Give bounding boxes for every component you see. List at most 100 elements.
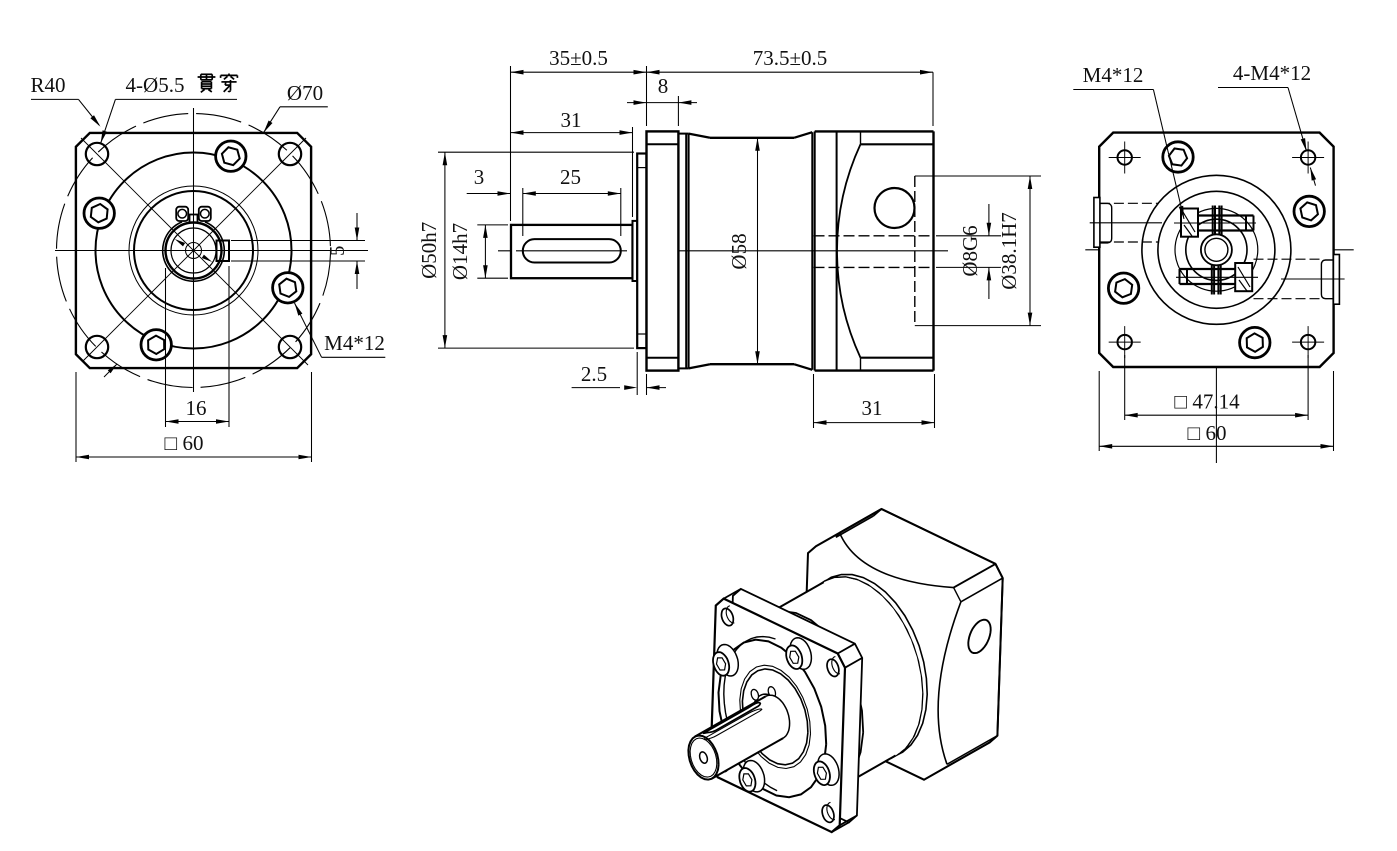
front-centerlines (55, 108, 368, 392)
rear-input-bore (1200, 233, 1233, 267)
rear-label-clamp-screw: M4*12 (1073, 63, 1185, 220)
dim-arrowhead (1027, 312, 1033, 326)
dim-key-inset: 3 (474, 165, 485, 189)
side-dim-rear-length: 31 (812, 374, 936, 428)
dim-arrowhead (298, 454, 312, 460)
front-label-bolt-circle: Ø70 (263, 81, 328, 133)
dim-arrowhead (624, 385, 638, 390)
dim-pilot-dia: Ø50h7 (417, 222, 441, 279)
rear-tapped-holes (1108, 141, 1325, 359)
front-dim-square: □ 60 (75, 372, 313, 462)
dim-arrowhead (619, 130, 633, 135)
dim-arrowhead (986, 267, 992, 281)
hex-socket-icon (147, 334, 166, 356)
side-dim-input-bore: Ø8G6 (936, 204, 1001, 299)
dim-arrowhead (986, 222, 992, 236)
side-dim-pilot-width: 2.5 (571, 352, 666, 395)
hex-socket-icon (278, 277, 298, 299)
front-dim-keyway-width: 5 (231, 213, 365, 289)
rear-dim-hole-square: □ 47.14 (1124, 355, 1309, 420)
dim-arrowhead (633, 100, 647, 105)
dim-arrowhead (646, 385, 660, 390)
dim-arrowhead (216, 419, 229, 424)
dim-pilot-width: 2.5 (581, 362, 607, 386)
dim-arrowhead (522, 191, 536, 196)
side-dim-pilot-dia: Ø50h7 (417, 151, 634, 349)
rear-left-clamp-screw (1089, 196, 1162, 249)
dim-arrowhead (76, 454, 89, 460)
dim-arrowhead (174, 239, 186, 247)
hex-socket-icon (89, 202, 109, 224)
dim-arrowhead (921, 420, 935, 425)
dim-arrowhead (483, 265, 488, 279)
rear-pilot-circles (1141, 174, 1292, 326)
label-tapped-holes: 4-M4*12 (1233, 61, 1311, 85)
front-pilot-circles (94, 151, 293, 350)
dim-rear-hole-square: □ 47.14 (1174, 390, 1240, 414)
dim-shaft-dia: Ø14h7 (448, 223, 472, 280)
isometric-view (687, 507, 1004, 834)
dim-arrowhead (510, 69, 524, 75)
side-shaft (509, 219, 639, 282)
dim-front-length: 35±0.5 (549, 46, 608, 70)
side-dim-rear-pilot-dia: Ø38.1H7 (914, 175, 1041, 327)
dim-arrowhead (165, 419, 179, 424)
dim-rear-length: 31 (862, 396, 883, 420)
dim-arrowhead (201, 254, 213, 262)
hex-socket-icon (1299, 201, 1319, 222)
dim-arrowhead (755, 351, 760, 365)
dim-keyway-width: 5 (325, 246, 349, 256)
dim-key-offset: 16 (186, 396, 207, 420)
front-bolt-circle-dashed (55, 112, 332, 389)
label-through-holes: 4-Ø5.5 (126, 73, 185, 97)
dim-key-length: 25 (560, 165, 581, 189)
dim-arrowhead (294, 303, 303, 316)
side-dim-key: 3 25 (466, 165, 622, 236)
dim-arrowhead (442, 335, 448, 349)
dim-arrowhead (510, 130, 524, 135)
dim-flange-thickness: 8 (658, 74, 669, 98)
side-view: 35±0.5 73.5±0.5 8 31 (417, 46, 1041, 428)
side-rear-block (814, 130, 935, 372)
hex-socket-icon (1245, 332, 1264, 353)
rear-dim-square: □ 60 (1098, 371, 1335, 451)
side-dim-shaft-dia: Ø14h7 (448, 223, 508, 280)
dim-arrowhead (1320, 444, 1334, 449)
dim-arrowhead (354, 227, 360, 241)
dim-arrowhead (755, 137, 760, 151)
rear-view: □ 47.14 □ 60 M4*12 4-M4*12 (1073, 61, 1354, 463)
front-label-corner-radius: R40 (30, 73, 101, 127)
front-label-screws: M4*12 (294, 302, 386, 358)
label-bolt-circle: Ø70 (287, 81, 323, 105)
rear-label-tapped-holes: 4-M4*12 (1218, 61, 1317, 186)
front-flange-outline (74, 131, 313, 370)
side-dim-body-length: 73.5±0.5 (646, 46, 934, 126)
hex-socket-icon (1114, 277, 1134, 299)
side-dim-flange-thickness: 8 (627, 74, 697, 126)
side-dim-body-dia: Ø58 (727, 137, 760, 365)
dim-arrowhead (813, 420, 827, 425)
dim-arrowhead (646, 69, 660, 75)
dim-arrowhead (90, 115, 101, 127)
iso-output-shaft (687, 694, 791, 781)
front-shaft-circlip-keyway (161, 205, 230, 282)
label-rear-screw: M4*12 (1083, 63, 1144, 87)
dim-arrowhead (263, 120, 273, 133)
front-dim-key-offset: 16 (164, 266, 230, 427)
front-corner-holes (84, 141, 303, 360)
dim-rear-square: □ 60 (1188, 421, 1227, 445)
dim-arrowhead (1300, 138, 1307, 152)
dim-arrowhead (920, 69, 933, 75)
dim-front-square: □ 60 (165, 431, 204, 455)
label-corner-radius: R40 (30, 73, 65, 97)
side-body (678, 131, 816, 371)
dim-shaft-length: 31 (561, 108, 582, 132)
dim-arrowhead (1099, 444, 1113, 449)
label-front-screws: M4*12 (324, 331, 385, 355)
dim-arrowhead (1124, 412, 1138, 418)
cjk-suffix-guanchuan (197, 73, 239, 93)
front-view: 5 16 □ 60 R40 4-Ø5.5 (30, 73, 386, 462)
dim-input-bore: Ø8G6 (958, 225, 982, 276)
rear-socket-screws (1107, 140, 1326, 360)
